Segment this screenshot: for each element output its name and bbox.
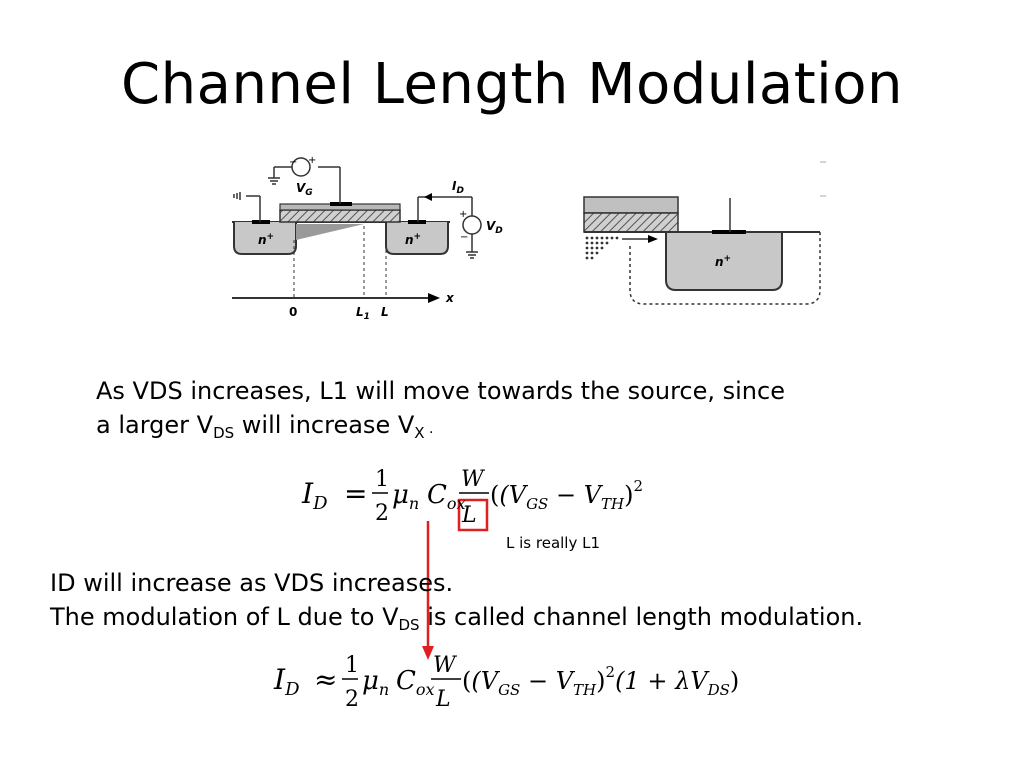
paragraph-channel-length-modulation: ID will increase as VDS increases. The m…: [50, 566, 863, 642]
equation-drain-current: ID = 1 2 μn Cox W L ((VGS − VTH)2: [301, 467, 643, 528]
svg-text:1: 1: [345, 653, 359, 678]
svg-text:1: 1: [375, 467, 389, 492]
svg-text:W: W: [433, 653, 458, 678]
equation-drain-current-clm: ID ≈ 1 2 μn Cox W L ((VGS − VTH)2(1 + λV…: [273, 653, 739, 712]
svg-text:μn: μn: [362, 666, 389, 699]
slide-title: Channel Length Modulation: [121, 52, 903, 117]
svg-text:W: W: [461, 467, 486, 492]
svg-text:L: L: [461, 503, 477, 528]
svg-text:n+: n+: [405, 232, 421, 247]
l-is-l1-note: L is really L1: [506, 534, 601, 552]
paragraph1-line2: a larger VDS will increase VX .: [96, 411, 434, 442]
svg-text:ID: ID: [301, 477, 328, 514]
paragraph2-line1: ID will increase as VDS increases.: [50, 569, 454, 597]
svg-text:L1: L1: [356, 305, 370, 322]
paragraph2-line2: The modulation of L due to VDS is called…: [50, 603, 864, 634]
left-mosfet-diagram: − + VG ID + − VD n+ n+: [232, 155, 503, 322]
svg-text:+: +: [308, 155, 316, 166]
svg-text:2: 2: [345, 687, 359, 712]
paragraph1-line1: As VDS increases, L1 will move towards t…: [96, 377, 785, 405]
svg-text:−: −: [289, 157, 297, 168]
svg-text:+: +: [459, 209, 467, 220]
svg-text:=: =: [344, 477, 367, 510]
svg-text:ID: ID: [273, 663, 300, 700]
svg-text:n+: n+: [258, 232, 274, 247]
svg-text:L: L: [435, 687, 451, 712]
svg-text:−: −: [460, 232, 468, 243]
svg-text:((VGS − VTH)2: ((VGS − VTH)2: [490, 477, 643, 513]
svg-text:VD: VD: [486, 219, 503, 236]
svg-text:Cox: Cox: [427, 480, 466, 513]
svg-text:x: x: [445, 291, 455, 305]
svg-text:2: 2: [375, 501, 389, 526]
svg-text:ID: ID: [452, 179, 464, 196]
svg-text:VG: VG: [296, 181, 313, 198]
paragraph-vds-increase: As VDS increases, L1 will move towards t…: [96, 374, 785, 450]
right-pinchoff-diagram: n+: [583, 161, 826, 305]
svg-text:0: 0: [289, 305, 297, 319]
svg-text:≈: ≈: [314, 663, 337, 696]
l-highlight-box: [457, 498, 489, 532]
svg-text:μn: μn: [392, 480, 419, 513]
svg-text:n+: n+: [715, 254, 731, 269]
svg-text:Cox: Cox: [396, 666, 435, 699]
svg-text:((VGS − VTH)2(1 + λVDS): ((VGS − VTH)2(1 + λVDS): [462, 663, 739, 699]
svg-text:L: L: [381, 305, 389, 319]
